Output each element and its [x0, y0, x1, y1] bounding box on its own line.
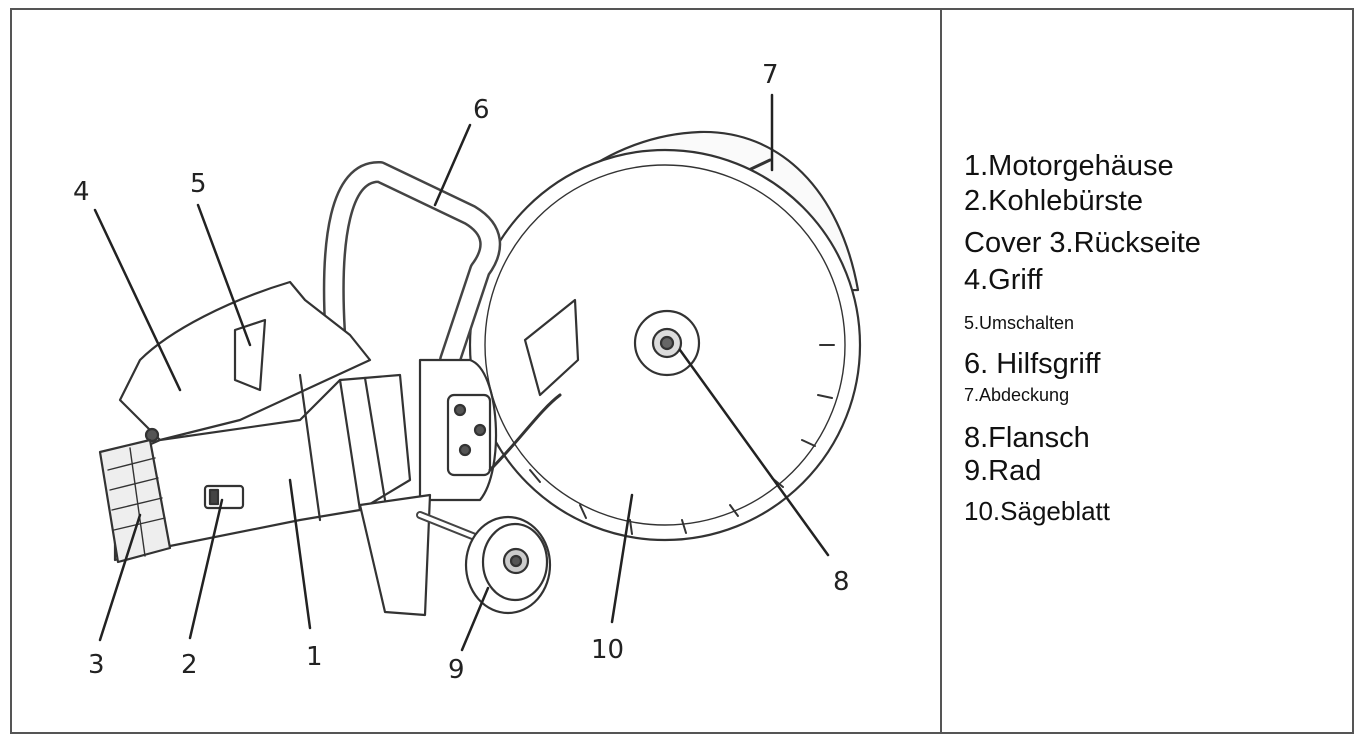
end-cap: [98, 438, 172, 564]
rear-handle: [118, 280, 372, 443]
legend-item-4: 4.Griff: [964, 264, 1043, 297]
callout-9: 9: [448, 655, 465, 685]
legend-item-8: 8.Flansch: [964, 422, 1090, 455]
figure-frame: [10, 8, 1354, 734]
legend-item-6: 6. Hilfsgriff: [964, 348, 1101, 381]
callout-10: 10: [591, 635, 624, 665]
legend-item-3: Cover 3.Rückseite: [964, 226, 1201, 259]
legend-item-2: 2.Kohlebürste: [964, 185, 1143, 218]
callout-3: 3: [88, 650, 105, 680]
leader-lines: [93, 93, 830, 652]
legend-item-9: 9.Rad: [964, 455, 1042, 488]
callout-8: 8: [833, 567, 850, 597]
callout-5: 5: [190, 169, 207, 199]
legend-item-1: 1.Motorgehäuse: [964, 150, 1174, 182]
callout-4: 4: [73, 177, 90, 207]
callout-1: 1: [306, 642, 323, 672]
arm-housing: [418, 358, 562, 502]
callout-2: 2: [181, 650, 198, 680]
callout-6: 6: [473, 95, 490, 125]
callout-7: 7: [762, 60, 779, 90]
cutoff-saw-diagram: 1 2 3 4 5 6 7 8 9 10: [73, 60, 862, 685]
column-divider: [940, 8, 942, 734]
legend-item-5: 5.Umschalten: [964, 313, 1075, 334]
legend-item-7: 7.Abdeckung: [964, 385, 1070, 406]
saw-blade: [468, 148, 862, 542]
parts-legend: 1.Motorgehäuse 2.Kohlebürste Cover 3.Rüc…: [964, 150, 1344, 527]
wheel: [464, 515, 552, 615]
auxiliary-handle: [322, 161, 502, 371]
legend-item-10: 10.Sägeblatt: [964, 495, 1111, 526]
